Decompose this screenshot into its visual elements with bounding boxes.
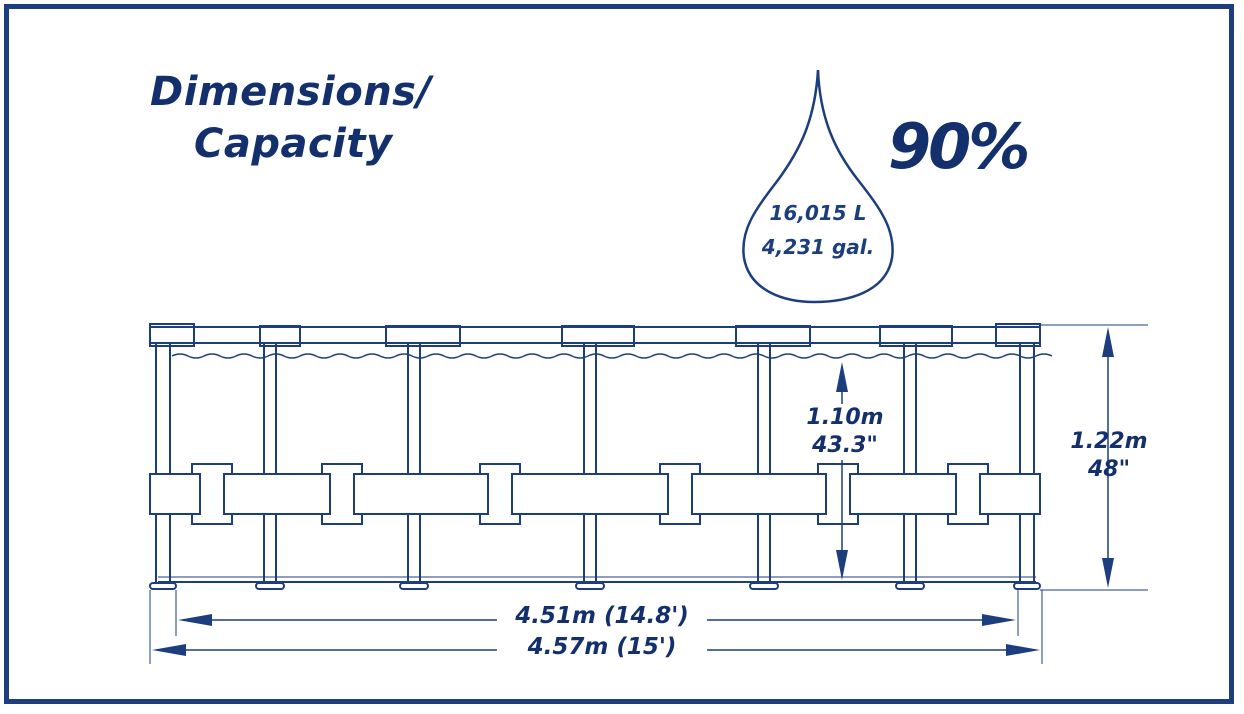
capacity-gallons: 4,231 gal. xyxy=(761,235,875,259)
water-height-imperial: 43.3" xyxy=(812,433,878,458)
water-height-label: 1.10m 43.3" xyxy=(800,404,890,460)
arrow-left-icon xyxy=(178,614,212,626)
inner-width-label: 4.51m (14.8') xyxy=(497,602,707,630)
title-line-1: Dimensions/ xyxy=(150,69,432,115)
arrow-right-icon xyxy=(982,614,1016,626)
wall-height-imperial: 48" xyxy=(1087,457,1131,482)
arrow-down-icon xyxy=(836,550,848,580)
capacity-liters: 16,015 L xyxy=(769,201,867,225)
wall-height-label: 1.22m 48" xyxy=(1064,428,1154,484)
outer-width-label: 4.57m (15') xyxy=(497,633,707,661)
capacity-label: 16,015 L 4,231 gal. xyxy=(740,196,896,264)
wall-height-metric: 1.22m xyxy=(1070,429,1148,454)
legs xyxy=(155,342,1035,584)
page-title: Dimensions/ Capacity xyxy=(150,66,450,170)
title-line-2: Capacity xyxy=(194,121,393,167)
support-belt xyxy=(149,473,1041,515)
feet xyxy=(149,582,1041,590)
water-height-metric: 1.10m xyxy=(806,405,884,430)
water-drop-icon xyxy=(742,69,894,304)
top-rail xyxy=(149,326,1041,344)
rail-connectors xyxy=(149,323,1041,347)
fill-percentage: 90% xyxy=(888,110,1030,183)
arrow-up-icon xyxy=(836,362,848,392)
belt-connectors xyxy=(191,463,989,525)
water-surface xyxy=(171,353,1053,359)
